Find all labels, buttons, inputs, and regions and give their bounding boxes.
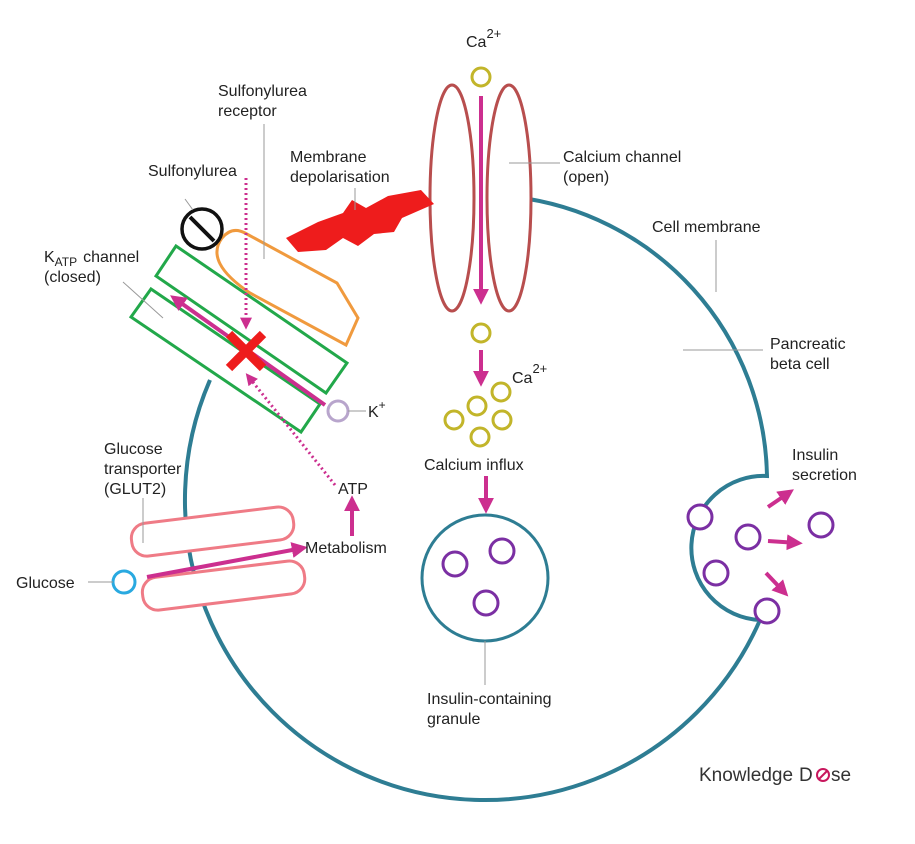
- membrane-depolarisation-label-2: depolarisation: [290, 169, 390, 186]
- brand-text-2: D: [799, 765, 813, 786]
- brand-text-1: Knowledge: [699, 765, 793, 786]
- sulfonylurea-label: Sulfonylurea: [148, 163, 237, 180]
- insulin-secretion-label-1: Insulin: [792, 447, 838, 464]
- glucose-molecule: [111, 569, 137, 595]
- brand-text-3: se: [831, 765, 851, 786]
- katp-closed-label: (closed): [44, 269, 101, 286]
- calcium-top-label: Ca2+: [466, 26, 501, 51]
- cell-membrane-label: Cell membrane: [652, 219, 761, 236]
- pill-icon-line: [818, 770, 828, 780]
- calcium-ions: [443, 66, 513, 448]
- insulin-granule: [420, 513, 550, 643]
- granule-label-2: granule: [427, 711, 480, 728]
- calcium-channel: [428, 83, 533, 313]
- sulfonylurea-receptor-label-2: receptor: [218, 103, 277, 120]
- glucose-transporter-label-1: Glucose: [104, 441, 163, 458]
- potassium-label: K+: [368, 398, 386, 421]
- leader-lines: [122, 124, 763, 543]
- glucose-label: Glucose: [16, 575, 75, 592]
- depolarisation-spark: [286, 190, 434, 252]
- glucose-transporter: [129, 505, 307, 612]
- metabolism-label: Metabolism: [305, 540, 387, 557]
- atp-label: ATP: [338, 481, 368, 498]
- calcium-mid-label: Ca2+: [512, 361, 547, 387]
- calcium-channel-label-1: Calcium channel: [563, 149, 681, 166]
- insulin-secretion-arrows: [764, 489, 803, 597]
- glucose-transporter-label-3: (GLUT2): [104, 481, 166, 498]
- granule-label-1: Insulin-containing: [427, 691, 552, 708]
- glucose-transporter-label-2: transporter: [104, 461, 182, 478]
- glucose-arrow: [146, 542, 308, 579]
- pancreatic-label-1: Pancreatic: [770, 336, 846, 353]
- pancreatic-label-2: beta cell: [770, 356, 830, 373]
- block-x-icon: [225, 330, 267, 372]
- insulin-secretion-label-2: secretion: [792, 467, 857, 484]
- calcium-channel-label-2: (open): [563, 169, 609, 186]
- knowledgedose-logo: Knowledge D se: [699, 765, 851, 786]
- atp-dotted-arrow: [245, 373, 337, 486]
- sulfonylurea-receptor: [215, 228, 360, 348]
- insulin-molecules: [441, 503, 835, 625]
- membrane-depolarisation-label-1: Membrane: [290, 149, 367, 166]
- sulfonylurea-inhibitor-icon: [180, 207, 224, 251]
- sulfonylurea-receptor-label-1: Sulfonylurea: [218, 83, 307, 100]
- potassium-ion: [326, 399, 350, 423]
- calcium-influx-label: Calcium influx: [424, 457, 524, 474]
